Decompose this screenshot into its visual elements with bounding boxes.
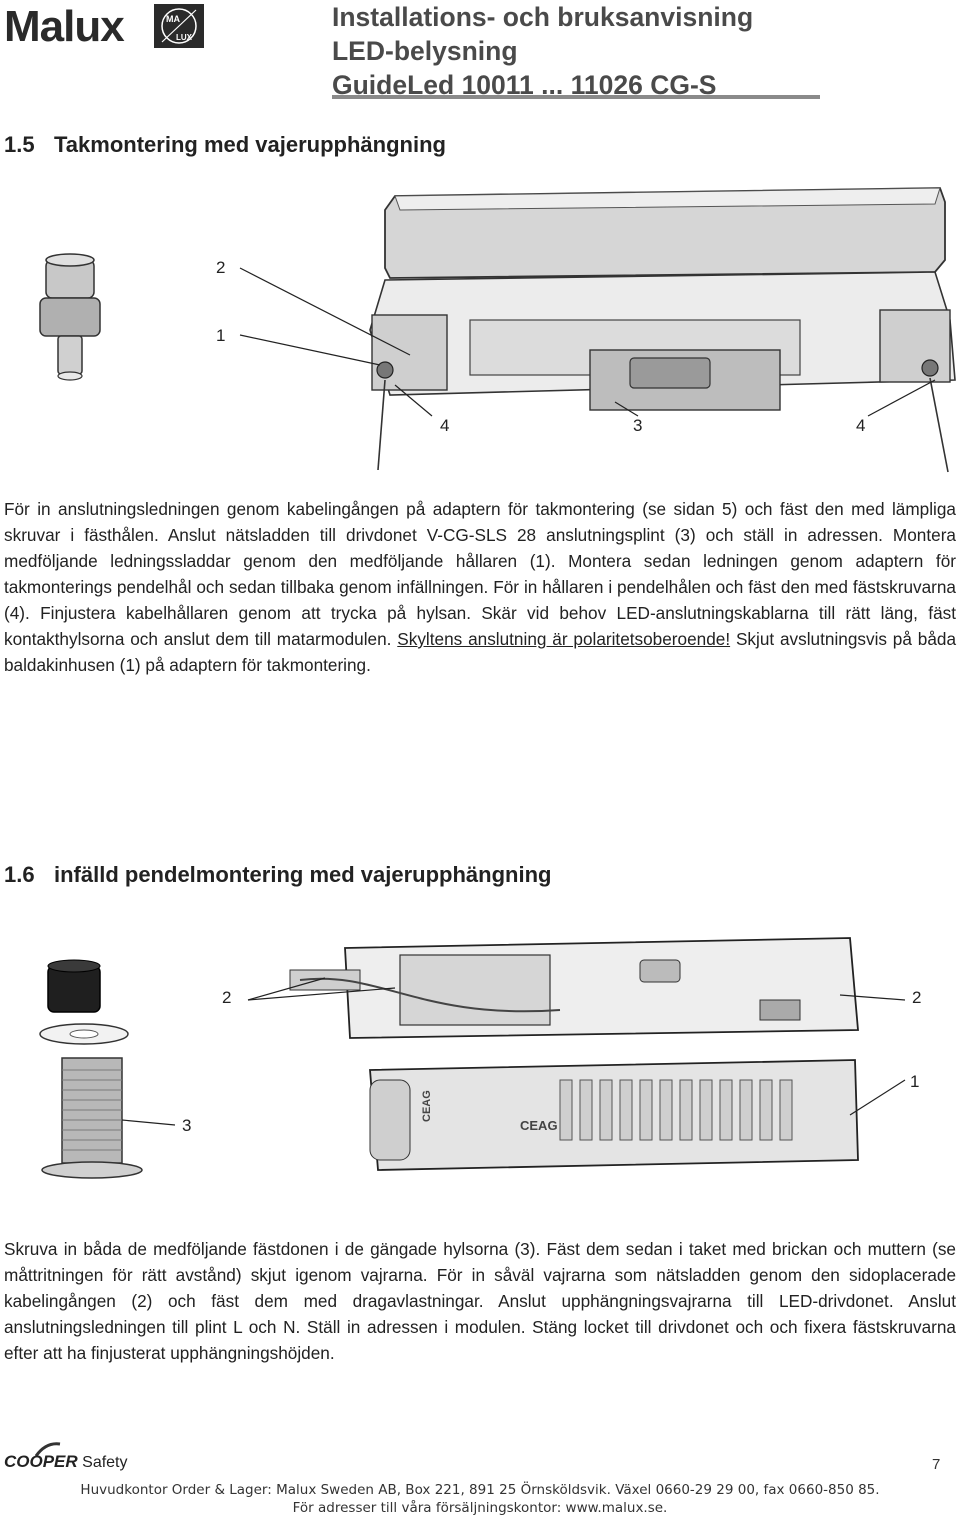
led-module-closed: CEAG CEAG [369,1059,859,1171]
callout-4-right: 4 [856,416,866,435]
instructions-1-5-text: För in anslutningsledningen genom kabeli… [4,499,956,649]
callout-leaders [121,977,906,1126]
polarity-note: Skyltens anslutning är polaritetsoberoen… [397,629,731,649]
figure-pendant-mount: CEAG CEAG [39,937,906,1179]
footer-address: Huvudkontor Order & Lager: Malux Sweden … [80,1482,880,1498]
led-driver-open [289,937,859,1039]
section-number: 1.5 [4,132,35,157]
title-rule [332,95,820,99]
module-label-ceag-1: CEAG [421,1090,433,1122]
callout-leaders [239,267,936,417]
module-label-ceag-2: CEAG [520,1118,558,1133]
cooper-safety-logo: COOPER Safety [4,1452,128,1472]
instructions-1-5-final: Skjut avslutningsvis på båda baldakinhus… [4,629,956,675]
instructions-1-6: Skruva in båda de medföljande fästdonen … [4,1236,956,1366]
malux-logo: Malux [4,2,125,51]
footer-sales-offices: För adresser till våra försäljningskonto… [292,1500,668,1516]
luminaire-cover [384,187,946,279]
title-line-1: Installations- och bruksanvisning [332,2,754,32]
callout-1: 1 [910,1072,920,1091]
threaded-sleeve-illustration [39,959,143,1179]
safety-brand: Safety [82,1454,128,1471]
instructions-1-6-text: Skruva in båda de medföljande fästdonen … [4,1239,956,1363]
callout-1: 1 [216,326,226,345]
section-title: Takmontering med vajerupphängning [54,132,446,157]
callout-4-left: 4 [440,416,450,435]
section-heading-1-6: 1.6 infälld pendelmontering med vajerupph… [4,862,551,888]
callout-3: 3 [633,416,643,435]
ceiling-adapter [369,271,956,473]
cooper-brand: COOPER [4,1452,78,1471]
emblem-text-top: MA [166,14,180,24]
callout-2-right: 2 [912,988,922,1007]
callout-3: 3 [182,1116,192,1135]
figure-ceiling-mount [39,187,956,473]
callout-2-left: 2 [222,988,232,1007]
malux-emblem: MA LUX [154,4,204,48]
cable-holder-illustration [39,253,101,381]
cooper-swoosh-icon [34,1442,61,1457]
emblem-text-bottom: LUX [176,33,193,42]
section-number: 1.6 [4,862,35,887]
section-title: infälld pendelmontering med vajerupphäng… [54,862,552,887]
document-title: Installations- och bruksanvisning LED-be… [332,0,952,102]
instructions-1-5: För in anslutningsledningen genom kabeli… [4,496,956,678]
page-number: 7 [932,1456,941,1473]
callout-2: 2 [216,258,226,277]
section-heading-1-5: 1.5 Takmontering med vajerupphängning [4,132,446,158]
title-line-2: LED-belysning [332,36,518,66]
